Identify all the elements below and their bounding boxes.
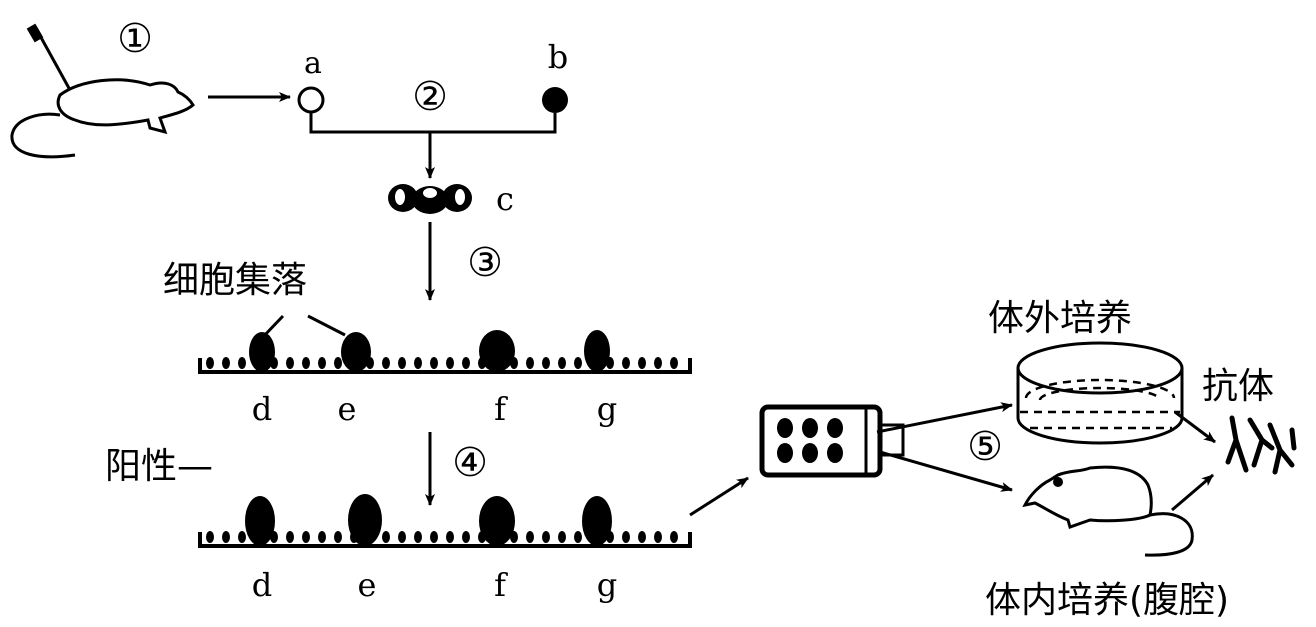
cell-dot	[382, 357, 390, 369]
step-4-label: ④	[452, 440, 488, 486]
fusion-bracket	[309, 112, 557, 134]
cell-dot	[206, 357, 214, 369]
antibody-label: 抗体	[1202, 366, 1274, 407]
cell-dot	[654, 531, 662, 543]
cell-dot	[574, 357, 582, 369]
cell-dot	[526, 531, 534, 543]
cell-colony	[348, 494, 382, 546]
arrow	[876, 402, 1013, 434]
cell-dot	[446, 531, 454, 543]
colony-label: 细胞集落	[163, 260, 307, 301]
cell-dot	[382, 531, 390, 543]
cell-dot	[558, 531, 566, 543]
cell-a-icon	[297, 86, 325, 114]
step-2-label: ②	[412, 74, 448, 120]
cell-colony	[582, 496, 612, 546]
step-1-label: ①	[117, 16, 153, 62]
antibody-icon	[1225, 415, 1297, 475]
cell-dot	[206, 531, 214, 543]
cell-dot	[670, 357, 678, 369]
cell-dot	[446, 357, 454, 369]
step-3-label: ③	[467, 240, 503, 286]
pointer-line	[307, 314, 346, 337]
cell-dot	[398, 531, 406, 543]
hybrid-cell-c-icon	[388, 184, 472, 214]
plate-base	[198, 532, 692, 548]
cell-colony	[245, 496, 275, 546]
cell-dot	[558, 357, 566, 369]
plate2-label-e: e	[358, 566, 377, 604]
culture-plate-1	[198, 330, 692, 374]
cell-dot	[286, 531, 294, 543]
plate-base	[198, 358, 692, 374]
positive-label: 阳性—	[105, 446, 213, 487]
cell-dot	[238, 357, 246, 369]
cell-a-label: a	[304, 46, 322, 81]
immunized-mouse-icon	[10, 23, 195, 159]
plate1-label-e: e	[338, 390, 357, 428]
cell-dot	[526, 357, 534, 369]
cell-dot	[238, 531, 246, 543]
mouse-icon	[1022, 465, 1194, 557]
culture-dish-icon	[1016, 341, 1184, 445]
cell-dot	[638, 531, 646, 543]
cell-dot	[398, 357, 406, 369]
culture-plate-2	[198, 494, 692, 548]
arrow	[879, 450, 1013, 492]
cell-dot	[430, 531, 438, 543]
cell-colony	[479, 330, 515, 372]
cell-dot	[462, 531, 470, 543]
cell-dot	[334, 531, 342, 543]
plate1-label-f: f	[494, 390, 508, 428]
cell-dot	[574, 531, 582, 543]
cell-dot	[542, 531, 550, 543]
plate1-label-g: g	[597, 390, 617, 428]
plate2-label-d: d	[252, 566, 272, 604]
cell-dot	[286, 357, 294, 369]
in-vitro-label: 体外培养	[988, 298, 1132, 339]
cell-dot	[542, 357, 550, 369]
cell-dot	[430, 357, 438, 369]
cell-dot	[638, 357, 646, 369]
arrow	[1171, 473, 1214, 512]
step-5-label: ⑤	[967, 424, 1003, 470]
cell-colony	[341, 332, 371, 372]
cell-c-label: c	[496, 180, 514, 218]
arrow	[1174, 410, 1216, 444]
cell-dot	[302, 357, 310, 369]
cell-dot	[222, 531, 230, 543]
cell-b-label: b	[548, 38, 568, 76]
plate2-label-f: f	[494, 566, 508, 604]
cell-dot	[622, 531, 630, 543]
cell-dot	[222, 357, 230, 369]
cell-dot	[414, 357, 422, 369]
cell-dot	[654, 357, 662, 369]
cell-dot	[334, 357, 342, 369]
plate2-label-g: g	[597, 566, 617, 604]
plate1-label-d: d	[252, 390, 272, 428]
arrow	[689, 476, 749, 517]
cell-dot	[318, 357, 326, 369]
cell-dot	[462, 357, 470, 369]
cell-colony	[584, 330, 610, 372]
cell-colony	[249, 332, 275, 372]
cell-dot	[414, 531, 422, 543]
cell-dot	[670, 531, 678, 543]
culture-flask-icon	[759, 404, 905, 478]
cell-dot	[318, 531, 326, 543]
cell-b-icon	[542, 87, 568, 113]
in-vivo-label: 体内培养(腹腔)	[985, 580, 1229, 621]
cell-dot	[302, 531, 310, 543]
cell-colony	[479, 496, 515, 546]
cell-dot	[622, 357, 630, 369]
